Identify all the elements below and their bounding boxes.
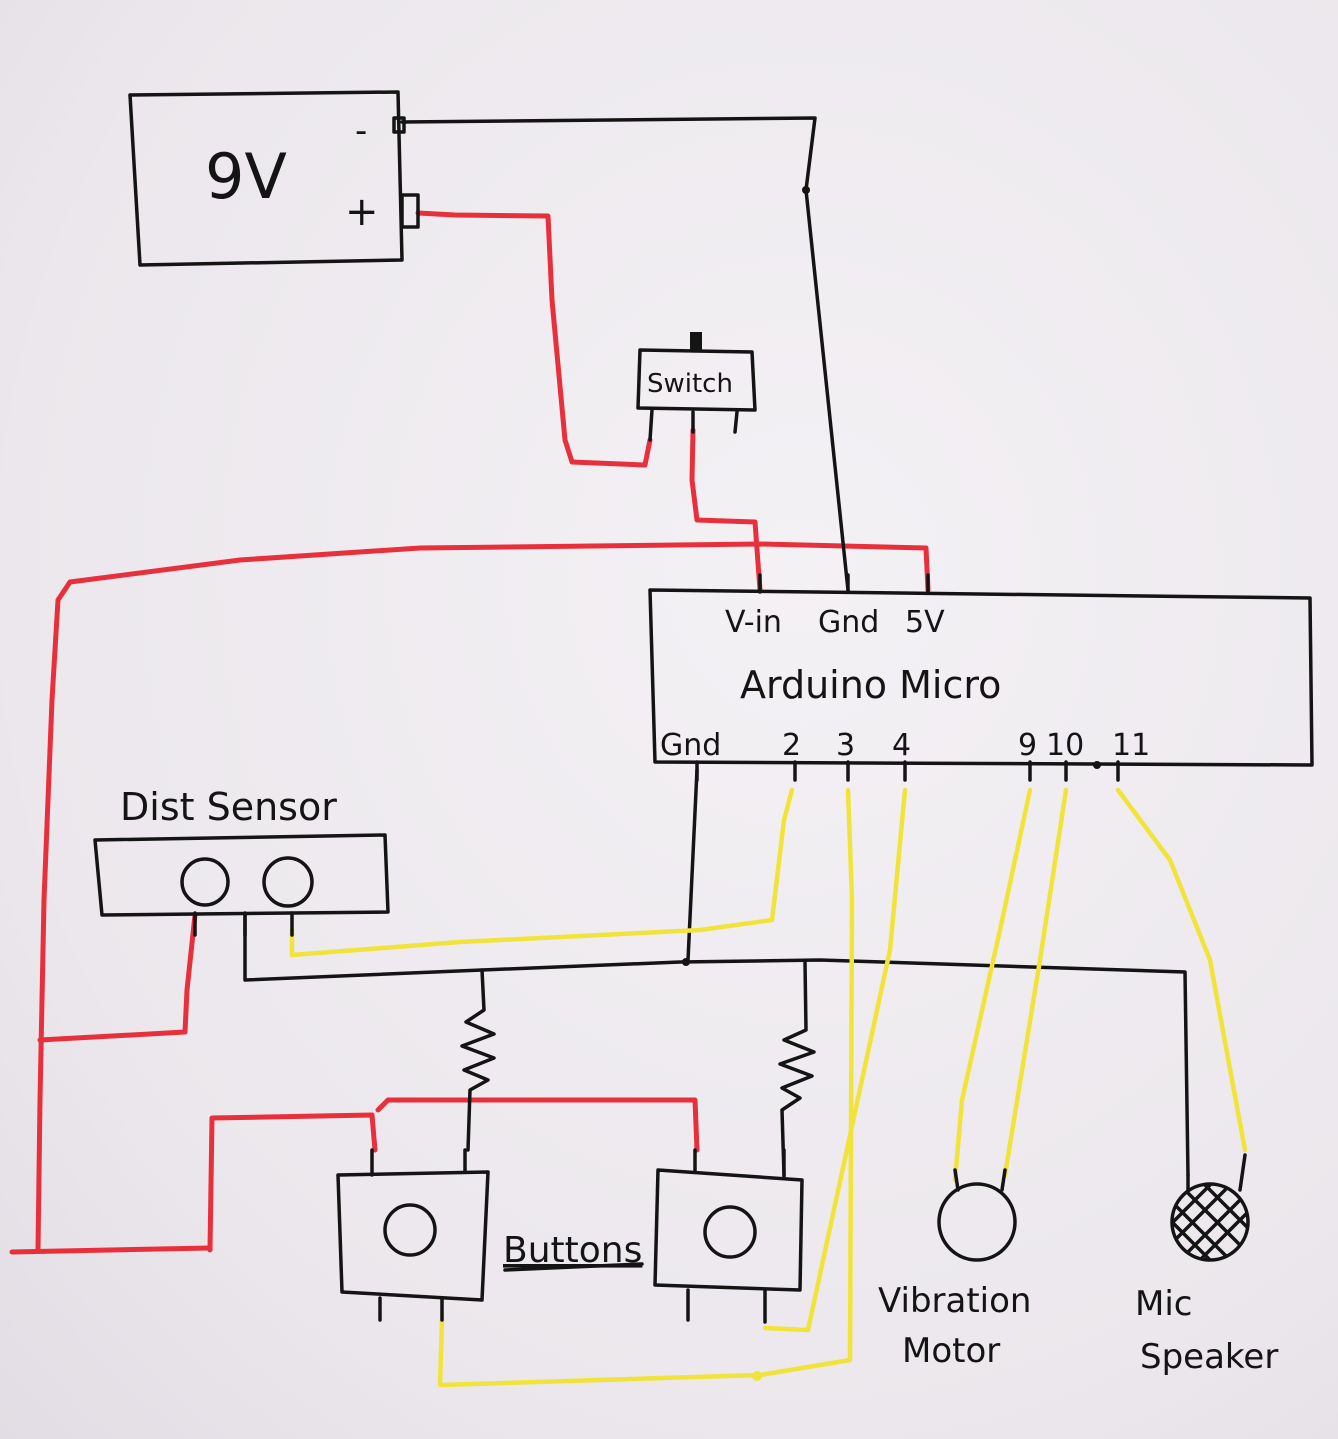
speaker-leads [1186,1153,1247,1192]
button-1-body [336,1170,490,1302]
battery-9v: 9V - + [128,90,420,267]
wire-pin3-to-button [437,787,855,1388]
sensor-body [93,833,390,917]
arduino-pin-11: 11 [1112,728,1150,763]
battery-body [128,90,404,267]
ground-wires [243,116,1190,1177]
arduino-body [648,588,1314,767]
arduino-top-pin-stubs [758,573,930,594]
resistor-1 [460,968,496,1152]
dist-sensor-label: Dist Sensor [120,785,337,829]
vibration-motor: Vibration Motor [878,1168,1031,1371]
wire-pin11-to-speaker [1115,787,1248,1153]
arduino-pin-9: 9 [1018,728,1037,763]
button-2-pins [686,1148,786,1324]
wire-sensor-vcc [37,912,198,1043]
button-2-body [653,1168,804,1292]
arduino-micro: V-in Gnd 5V Arduino Micro Gnd 2 3 4 9 10… [648,573,1314,782]
speaker-label-line2: Speaker [1140,1337,1278,1377]
arduino-pin-gnd-bottom: Gnd [660,728,721,763]
motor-label-line1: Vibration [878,1281,1031,1321]
switch-pins [648,408,739,442]
arduino-pin-4: 4 [892,728,911,763]
button-1-pins [370,1148,467,1322]
battery-plus-terminal [400,193,420,229]
wire-rail-stub [9,1245,213,1255]
junction [752,1371,762,1381]
junction [1093,761,1101,769]
wire-pin2-to-sensor [289,787,795,958]
wire-pin9-to-motor [952,787,1033,1183]
wire-ground-bus [243,913,1190,1177]
arduino-label: Arduino Micro [740,663,1001,707]
wire-pin4-to-button [762,787,908,1333]
speaker-body [1170,1182,1250,1262]
speaker-grille [1173,1185,1247,1259]
battery-minus-label: - [355,111,367,151]
motor-leads [953,1168,1007,1192]
wire-battery-plus-to-switch [415,210,653,468]
wire-pin10-to-motor [1002,787,1069,1178]
battery-plus-label: + [345,189,379,235]
wire-battery-minus-to-gnd [400,116,850,592]
battery-label: 9V [205,140,287,213]
power-wires [9,210,931,1255]
wire-5v-to-rail [35,541,931,1253]
arduino-bottom-pin-stubs [695,760,1120,782]
arduino-pin-10: 10 [1046,728,1084,763]
push-buttons: Buttons [336,1148,804,1324]
switch-actuator [690,332,702,350]
wire-buttons-vcc-2 [375,1097,700,1153]
distance-sensor: Dist Sensor [93,785,390,937]
arduino-pin-5v: 5V [905,605,945,640]
arduino-pin-3: 3 [836,728,855,763]
mic-speaker: Mic Speaker [1135,1153,1278,1377]
speaker-label-line1: Mic [1135,1284,1192,1324]
buttons-label-underline [503,1262,644,1272]
motor-body [937,1182,1017,1262]
battery-minus-terminal [392,116,406,134]
arduino-pin-gnd-top: Gnd [818,605,879,640]
motor-label-line2: Motor [902,1331,1000,1371]
arduino-pin-vin: V-in [725,605,782,640]
resistor-2 [778,960,816,1177]
signal-wires [289,787,1248,1388]
sensor-eye-right [262,856,314,908]
wire-switch-to-vin [689,427,763,593]
switch-label: Switch [647,369,733,399]
arduino-pin-2: 2 [782,728,801,763]
junction [802,186,810,194]
slide-switch: Switch [636,332,757,442]
switch-body [636,348,757,412]
button-1-cap [383,1203,437,1257]
junction [682,958,690,966]
sensor-eye-left [180,857,230,907]
wire-buttons-vcc [207,1112,378,1253]
sensor-pins [193,911,294,937]
button-2-cap [703,1205,757,1259]
